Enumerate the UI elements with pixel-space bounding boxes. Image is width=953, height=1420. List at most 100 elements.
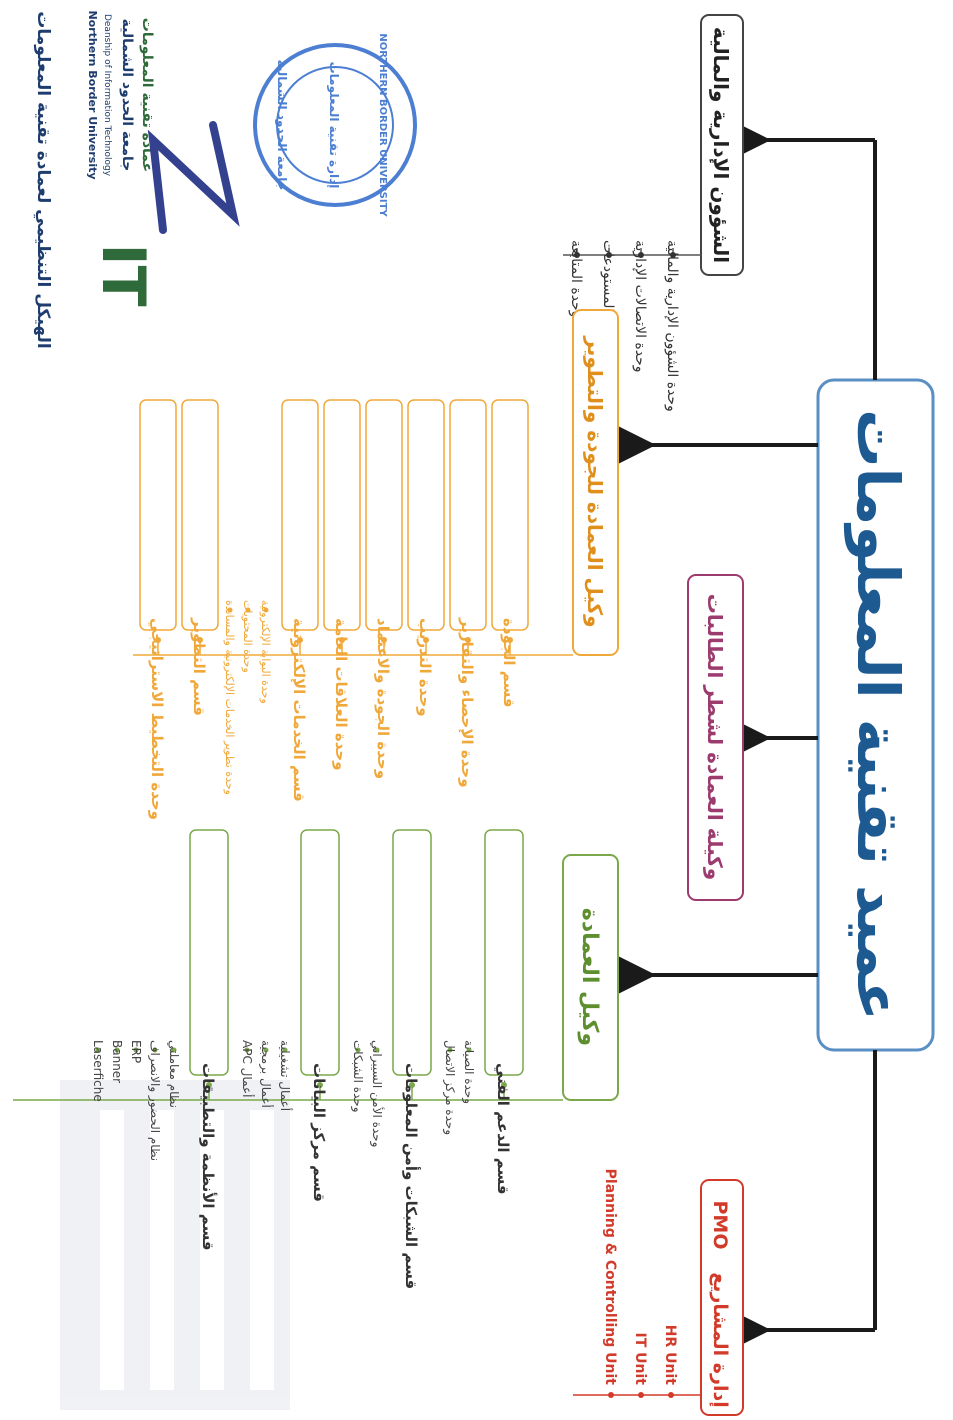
seal-inner-ar: إدارة تقنية المعلومات (326, 62, 341, 189)
vice-item-dot (501, 1082, 507, 1088)
quality-item-box (365, 399, 403, 631)
it-logo-letters: IT (88, 243, 158, 306)
header-deanship-en: Deanship of Information Technology (102, 14, 112, 177)
quality-item-title: وحدة التدريب (416, 618, 434, 717)
root-box: عميد تقنية المعلومات (816, 378, 935, 1052)
admin-item: وحدة المتابعة (568, 240, 584, 317)
vice-sub-dot (133, 1047, 139, 1053)
quality-item-title: وحدة العلاقات العامة (332, 618, 350, 771)
quality-item-box (491, 399, 529, 631)
vice-sub-dot (171, 1047, 177, 1053)
vice-sub-item: وحدة مركز الاتصال (442, 1040, 457, 1135)
quality-item-dot (339, 637, 345, 643)
vice-sub-item: نظام الحضور والانصراف (147, 1040, 162, 1161)
vice-sub-dot (152, 1047, 158, 1053)
quality-item-box (181, 399, 219, 631)
quality-sub-dot (263, 607, 269, 613)
vice-item-title: قسم الأنظمة والتطبيقات (199, 1063, 217, 1251)
vice-sub-dot (114, 1047, 120, 1053)
header-title: الهيكل التنظيمي لعمادة تقنية المعلومات (33, 11, 53, 348)
vice-sub-dot (244, 1047, 250, 1053)
branch-admin: الشؤون الإدارية والمالية وحدة الشؤون الإ… (563, 14, 744, 412)
quality-item-dot (155, 637, 161, 643)
header-block: الهيكل التنظيمي لعمادة تقنية المعلومات ع… (33, 10, 240, 349)
pmo-item-dot (668, 1392, 674, 1398)
pmo-item: HR Unit (662, 1325, 678, 1386)
vice-sub-dot (95, 1047, 101, 1053)
admin-item-dot (638, 252, 644, 258)
pmo-item: Planning & Controlling Unit (602, 1169, 618, 1386)
vice-item-title: قسم الدعم الفني (494, 1063, 512, 1195)
admin-item-dot (574, 252, 580, 258)
branch-female-title: وكيلة العمادة لشطر الطالبات (703, 594, 727, 880)
vice-sub-item: أعمال برمجية (258, 1040, 274, 1108)
quality-item-box (281, 399, 319, 631)
quality-sub-dot (227, 607, 233, 613)
rotated-diagram: عميد تقنية المعلومات الشؤون الإدارية وال… (13, 14, 935, 1416)
branch-quality: وكيل العمادة للجودة والتطوير قسم الجودة و… (133, 309, 619, 820)
quality-item-title: قسم الجودة (500, 618, 518, 708)
admin-item: وحدة الشؤون الإدارية والمالية (664, 240, 680, 412)
branch-admin-title: الشؤون الإدارية والمالية (709, 27, 733, 263)
vice-item-box (300, 829, 340, 1076)
quality-item-dot (297, 637, 303, 643)
header-university-ar: جامعة الحدود الشمالية (119, 19, 135, 172)
building-watermark (60, 1080, 290, 1410)
branch-pmo-title: إدارة المشاريع (709, 1272, 731, 1407)
vice-sub-item: وحدة الشبكات (350, 1040, 365, 1113)
vice-item-dot (206, 1082, 212, 1088)
quality-item-box (323, 399, 361, 631)
quality-item-dot (381, 637, 387, 643)
branch-vice: وكيل العمادة قسم الدعم الفني وحدة الصيانة… (13, 829, 619, 1289)
vice-sub-dot (447, 1047, 453, 1053)
pmo-item-dot (638, 1392, 644, 1398)
vice-item-dot (409, 1082, 415, 1088)
seal-outer-en: NORTHERN BORDER UNIVERSITY (377, 33, 388, 217)
branch-female: وكيلة العمادة لشطر الطالبات (687, 574, 744, 901)
university-seal: NORTHERN BORDER UNIVERSITY جامعة الحدود … (253, 33, 417, 217)
quality-item-box (407, 399, 445, 631)
quality-item-title: قسم التطوير (190, 617, 208, 716)
quality-item-dot (507, 637, 513, 643)
vice-sub-dot (374, 1047, 380, 1053)
vice-item-title: قسم الشبكات وأمن المعلومات (402, 1063, 421, 1289)
vice-sub-item: نظام معاملتي (167, 1040, 181, 1108)
branch-pmo: إدارة المشاريع PMO HR Unit IT Unit Plannin… (573, 1169, 744, 1416)
branch-quality-title: وكيل العمادة للجودة والتطوير (583, 335, 607, 627)
pmo-item-dot (608, 1392, 614, 1398)
quality-item-dot (423, 637, 429, 643)
vice-sub-item: Banner (110, 1040, 124, 1083)
quality-sub-dot (245, 607, 251, 613)
vice-sub-dot (466, 1047, 472, 1053)
quality-item-box (139, 399, 177, 631)
vice-sub-item: أعمال تشغيلية (278, 1040, 293, 1111)
root-label: عميد تقنية المعلومات (843, 409, 912, 1020)
nbu-logo-mark (147, 121, 240, 234)
vice-sub-item: أعمال APC (240, 1040, 255, 1097)
vice-sub-item: وحدة الأمن السيبراني (369, 1040, 385, 1147)
vice-item-box (392, 829, 432, 1076)
quality-item-box (449, 399, 487, 631)
quality-sub-item: وحدة تطوير الخدمات الإلكترونية والمساندة (223, 600, 236, 795)
vice-sub-dot (282, 1047, 288, 1053)
quality-item-title: وحدة الجودة والاعتماد (374, 618, 392, 779)
vice-item-box (189, 829, 229, 1076)
vice-item-box (484, 829, 524, 1076)
quality-sub-item: وحدة البوابة الإلكترونية (259, 600, 272, 704)
quality-item-dot (465, 637, 471, 643)
quality-item-title: وحدة الإحصاء والتقارير (458, 617, 476, 788)
branch-pmo-title-en: PMO (709, 1201, 731, 1250)
vice-sub-item: Laserfiche (91, 1040, 105, 1102)
quality-item-dot (197, 637, 203, 643)
admin-item-dot (606, 252, 612, 258)
admin-item: وحدة الاتصالات الإدارية (632, 240, 648, 373)
vice-sub-dot (355, 1047, 361, 1053)
pmo-item: IT Unit (632, 1333, 648, 1386)
quality-sub-item: وحدة المحتويات (241, 600, 254, 673)
branch-vice-title: وكيل العمادة (577, 908, 602, 1046)
vice-sub-item: وحدة الصيانة (461, 1040, 476, 1104)
vice-sub-dot (263, 1047, 269, 1053)
quality-item-title: قسم الخدمات الإلكترونية (290, 618, 308, 802)
